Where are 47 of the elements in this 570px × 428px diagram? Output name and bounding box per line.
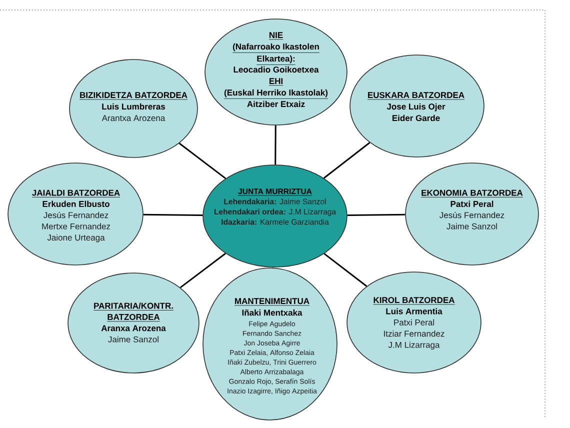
connector-line bbox=[323, 142, 370, 179]
member-name: Aranxa Arozena bbox=[101, 325, 166, 332]
connector-line bbox=[324, 253, 368, 287]
committee-title: MANTENIMENTUA bbox=[234, 298, 310, 306]
committee-ellipse bbox=[202, 268, 338, 420]
connector-line bbox=[274, 125, 276, 165]
committee-ellipse bbox=[405, 162, 539, 266]
member-name: J.M Lizarraga bbox=[388, 342, 440, 350]
connector-line bbox=[143, 214, 203, 216]
member-name: Jaime Sanzol bbox=[108, 336, 158, 342]
committee-ellipse bbox=[8, 162, 144, 266]
member-name: Mertxe Fernandez bbox=[42, 223, 110, 230]
member-name: Erkuden Elbusto bbox=[42, 200, 110, 207]
member-name: Patxi Peral bbox=[394, 319, 434, 326]
committee-title: EHI bbox=[268, 78, 284, 86]
connector-line bbox=[347, 214, 406, 216]
committee-ellipse bbox=[346, 272, 482, 374]
committee-ellipse bbox=[204, 18, 348, 126]
member-name: Jaione Urteaga bbox=[47, 234, 105, 242]
committee-title: EUSKARA BATZORDEA bbox=[367, 92, 465, 100]
member-name: Leocadio Goikoetxea bbox=[234, 66, 319, 73]
member-name: Aitziber Etxaiz bbox=[247, 100, 305, 108]
member-name: Arantxa Arozena bbox=[102, 115, 166, 122]
committee-title: KIROL BATZORDEA bbox=[373, 297, 455, 305]
committee-title: NIE bbox=[268, 32, 284, 40]
committee-title: BIZIKIDETZA BATZORDEA bbox=[79, 92, 188, 100]
member-name: Itziar Fernandez bbox=[384, 330, 444, 337]
member-name: Patxi Peral bbox=[450, 200, 494, 207]
central-ellipse bbox=[202, 164, 348, 268]
member-name: Luis Armentia bbox=[386, 308, 442, 314]
committee-title: (Euskal Herriko Ikastolak) bbox=[224, 89, 328, 99]
committee-ellipse bbox=[350, 54, 484, 158]
committee-title: JAIALDI BATZORDEA bbox=[32, 190, 120, 198]
member-name: Jesús Fernandez bbox=[440, 212, 504, 218]
connector-line bbox=[180, 252, 226, 288]
connector-line bbox=[178, 142, 226, 180]
member-name: Jaime Sanzol bbox=[446, 223, 497, 230]
member-name: Eider Garde bbox=[392, 114, 440, 122]
committee-title: PARITARIA/KONTR. BATZORDEA bbox=[93, 302, 174, 322]
committee-ellipse bbox=[68, 272, 200, 374]
committee-ellipse bbox=[69, 59, 198, 158]
committee-title: EKONOMIA BATZORDEA bbox=[420, 190, 524, 198]
member-name: Jesús Fernandez bbox=[44, 212, 108, 218]
member-name: Iñaki Mentxaka bbox=[242, 309, 302, 316]
member-name: Jose Luis Ojer bbox=[386, 103, 446, 112]
member-name: Luis Lumbreras bbox=[102, 103, 166, 110]
committee-title: (Nafarroako Ikastolen Elkartea): bbox=[232, 43, 320, 65]
